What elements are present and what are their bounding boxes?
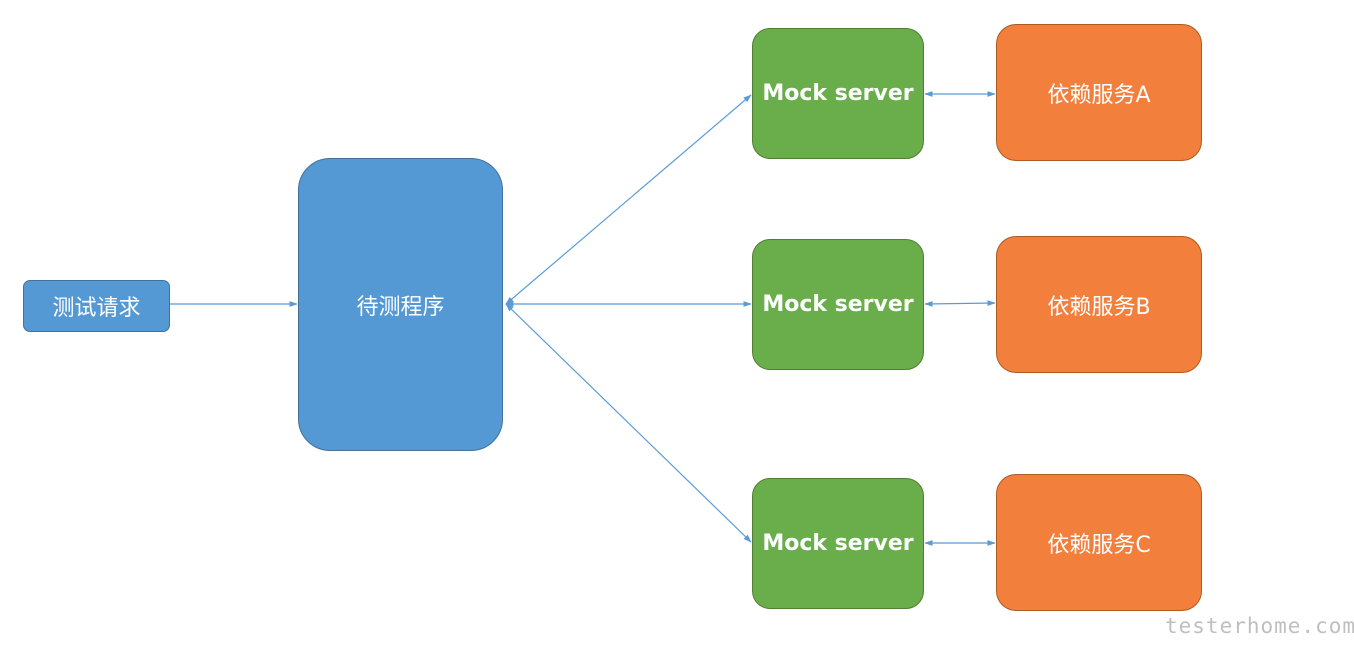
dependency-service-c-box: 依赖服务C bbox=[996, 474, 1202, 611]
dependency-service-b-box: 依赖服务B bbox=[996, 236, 1202, 373]
dependency-service-a-box: 依赖服务A bbox=[996, 24, 1202, 161]
test-request-box: 测试请求 bbox=[23, 280, 170, 332]
mock-server-b-label: Mock server bbox=[762, 292, 914, 317]
test-request-label: 测试请求 bbox=[52, 296, 141, 321]
dependency-service-b-label: 依赖服务B bbox=[1047, 294, 1151, 320]
arrow-program-mock-c bbox=[505, 303, 752, 543]
mock-server-b-box: Mock server bbox=[752, 239, 924, 370]
watermark-text: testerhome.com bbox=[1165, 614, 1354, 638]
program-under-test-box: 待测程序 bbox=[298, 158, 503, 451]
program-under-test-label: 待测程序 bbox=[356, 294, 445, 320]
mock-server-a-label: Mock server bbox=[762, 81, 914, 106]
dependency-service-c-label: 依赖服务C bbox=[1047, 532, 1151, 558]
mock-server-c-label: Mock server bbox=[762, 531, 914, 556]
dependency-service-a-label: 依赖服务A bbox=[1047, 82, 1151, 108]
mock-server-a-box: Mock server bbox=[752, 28, 924, 159]
mock-server-c-box: Mock server bbox=[752, 478, 924, 609]
arrow-program-mock-a bbox=[505, 94, 752, 305]
arrow-mock-b-dep-b bbox=[924, 300, 996, 307]
